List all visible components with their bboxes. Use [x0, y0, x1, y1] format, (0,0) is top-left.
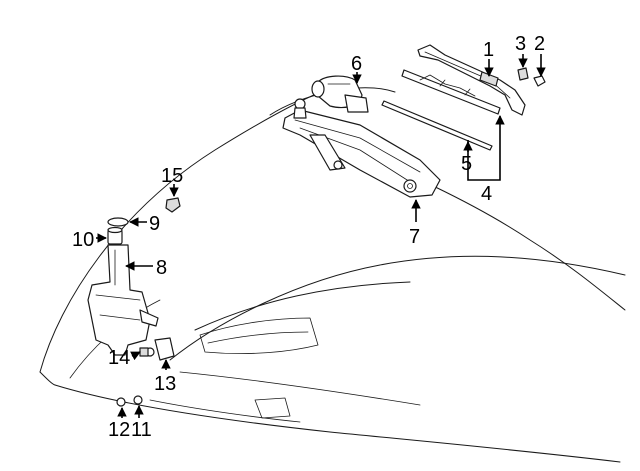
callout-12: 12 — [108, 419, 130, 441]
washer-reservoir — [87, 244, 159, 356]
wiper-arm — [417, 44, 526, 116]
gasket — [107, 217, 129, 227]
callout-2: 2 — [534, 33, 545, 55]
callout-9: 9 — [149, 213, 160, 235]
washer-nozzle — [165, 197, 181, 213]
wiper-blade-refill — [381, 100, 493, 151]
callout-7: 7 — [409, 226, 420, 248]
callout-5: 5 — [461, 153, 472, 175]
wiper-linkage — [282, 98, 441, 198]
pump-grommet — [139, 347, 149, 357]
callout-6: 6 — [351, 53, 362, 75]
wiper-motor — [311, 75, 369, 113]
washer-pump — [145, 337, 175, 361]
callout-13: 13 — [154, 373, 176, 395]
callout-11: 11 — [131, 419, 152, 441]
cap-part-3 — [517, 67, 529, 81]
callout-8: 8 — [156, 257, 167, 279]
callout-3: 3 — [515, 33, 526, 55]
leader-lines — [96, 54, 546, 418]
reservoir-cap — [107, 226, 123, 245]
callout-14: 14 — [108, 347, 130, 369]
callout-15: 15 — [161, 165, 183, 187]
clip-part-11 — [133, 395, 143, 405]
wiper-blade-assembly — [401, 69, 501, 115]
nut-part-2 — [533, 75, 546, 87]
clip-part-12 — [116, 397, 126, 407]
callout-10: 10 — [72, 229, 94, 251]
callout-1: 1 — [483, 39, 494, 61]
callout-4: 4 — [481, 183, 492, 205]
